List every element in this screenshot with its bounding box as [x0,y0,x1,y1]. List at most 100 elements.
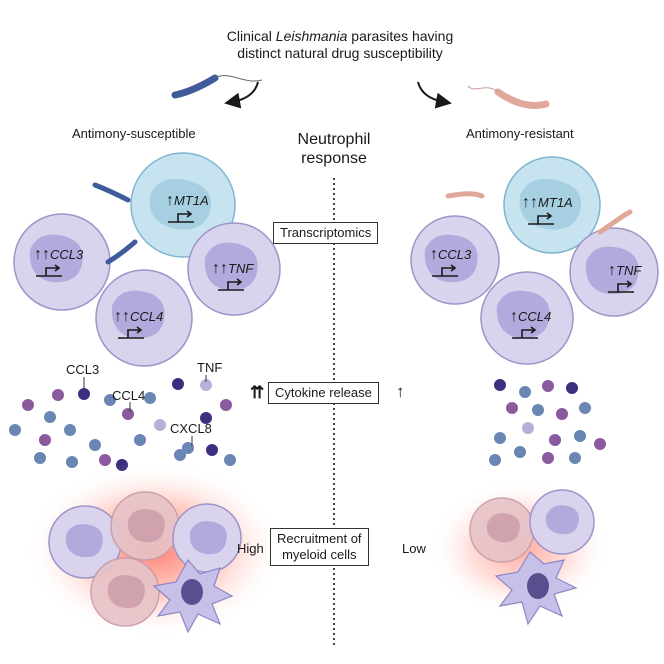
cytokine-dot [39,434,51,446]
cytokine-dot [579,402,591,414]
cytokine-dot [494,432,506,444]
header-title: Clinical Leishmania parasites having dis… [170,28,510,62]
parasite-left-2 [105,239,138,265]
cytokine-dot [154,419,166,431]
group-label-left: Antimony-susceptible [72,126,196,141]
recruited-cells-right [469,489,595,626]
center-title-line1: Neutrophil [297,131,371,148]
cytokine-dot [532,404,544,416]
promoter-arrow-icon [512,326,538,339]
gene-right-ccl3-name: CCL3 [438,247,472,262]
recruitment-box: Recruitment of myeloid cells [270,528,369,566]
neutrophil-tnf-left [187,222,281,316]
gene-left-mt1a-arrows: ↑ [166,192,174,209]
gene-right-ccl3: ↑CCL3 [430,246,471,264]
cytokine-dot [200,412,212,424]
cytokine-dots-left [9,378,236,471]
gene-left-ccl4-name: CCL4 [130,309,164,324]
recruitment-line2: myeloid cells [282,547,357,562]
parasite-right-1 [445,191,485,199]
cytokine-right-arrows: ↑ [396,382,405,401]
gene-right-mt1a-name: MT1A [538,195,573,210]
gene-left-ccl4: ↑↑CCL4 [114,308,163,326]
gene-right-ccl4-name: CCL4 [518,309,552,324]
promoter-arrows [36,210,634,339]
cytokine-dot [89,439,101,451]
cytokine-dot [134,434,146,446]
promoter-arrow-icon [118,326,144,339]
center-title: Neutrophil response [274,130,394,168]
cytokine-label-ccl3: CCL3 [66,362,100,377]
gene-left-ccl3-name: CCL3 [50,247,84,262]
cytokine-dot [44,411,56,423]
cytokine-dot [78,388,90,400]
cytokine-dot [182,442,194,454]
gene-left-ccl3-arrows: ↑↑ [34,246,50,263]
recruited-cells-left [48,491,242,634]
cytokine-dot [569,452,581,464]
cytokine-dot [144,392,156,404]
cytokine-dot [494,379,506,391]
gene-right-tnf-name: TNF [616,263,642,278]
gene-right-ccl4: ↑CCL4 [510,308,551,326]
cytokine-label-cxcl8: CXCL8 [170,421,212,436]
gene-left-mt1a-name: MT1A [174,193,209,208]
parasite-susceptible-header [171,74,263,99]
neutrophil-ccl4-right [480,271,574,365]
gene-left-ccl4-arrows: ↑↑ [114,308,130,325]
cytokine-dot [566,382,578,394]
left-curved-arrow [224,81,259,109]
gene-left-tnf-name: TNF [228,261,254,276]
cytokine-left-arrows: ⇈ [250,383,265,402]
cytokine-dot [206,444,218,456]
gene-left-ccl3: ↑↑CCL3 [34,246,83,264]
gene-right-mt1a-arrows: ↑↑ [522,194,538,211]
gene-left-mt1a: ↑MT1A [166,192,209,210]
gene-right-ccl4-arrows: ↑ [510,308,518,325]
cytokine-dot [174,449,186,461]
cytokine-dot [22,399,34,411]
gene-left-tnf: ↑↑TNF [212,260,253,278]
cytokine-dot [9,424,21,436]
cytokine-dot [66,456,78,468]
cytokine-dot [172,378,184,390]
cytokine-dot [549,434,561,446]
right-curved-arrow [417,81,452,109]
neutrophil-ccl3-right [410,215,500,305]
gene-right-tnf: ↑TNF [608,262,641,280]
promoter-arrow-icon [608,280,634,293]
low-label: Low [402,541,426,556]
neutrophil-tnf-right [569,227,659,317]
cytokine-dot [542,452,554,464]
header-line1-pre: Clinical [226,28,276,44]
cytokine-dot [514,446,526,458]
gene-left-tnf-arrows: ↑↑ [212,260,228,277]
center-title-line2: response [301,150,367,167]
cytokine-dots-right [489,379,606,466]
parasite-resistant-header [467,85,550,109]
cytokine-dot [99,454,111,466]
cytokine-dot [519,386,531,398]
gene-right-tnf-arrows: ↑ [608,262,616,279]
header-line1-post: parasites having [347,28,454,44]
cytokine-label-ccl4: CCL4 [112,388,146,403]
group-label-right: Antimony-resistant [466,126,574,141]
header-line2: distinct natural drug susceptibility [237,45,443,61]
parasite-left-1 [92,182,131,203]
cytokine-dot [104,394,116,406]
cytokine-dot [34,452,46,464]
gene-right-ccl3-arrows: ↑ [430,246,438,263]
cytokine-dot [122,408,134,420]
cytokine-dot [594,438,606,450]
neutrophil-mt1a-right [503,156,601,254]
cytokine-dot [556,408,568,420]
neutrophil-ccl4-left [95,269,193,367]
promoter-arrow-icon [36,264,62,277]
recruitment-line1: Recruitment of [277,531,362,546]
cytokine-dot [489,454,501,466]
cytokine-dot [506,402,518,414]
gene-right-mt1a: ↑↑MT1A [522,194,573,212]
cytokine-dot [200,379,212,391]
parasite-right-2 [597,209,633,235]
